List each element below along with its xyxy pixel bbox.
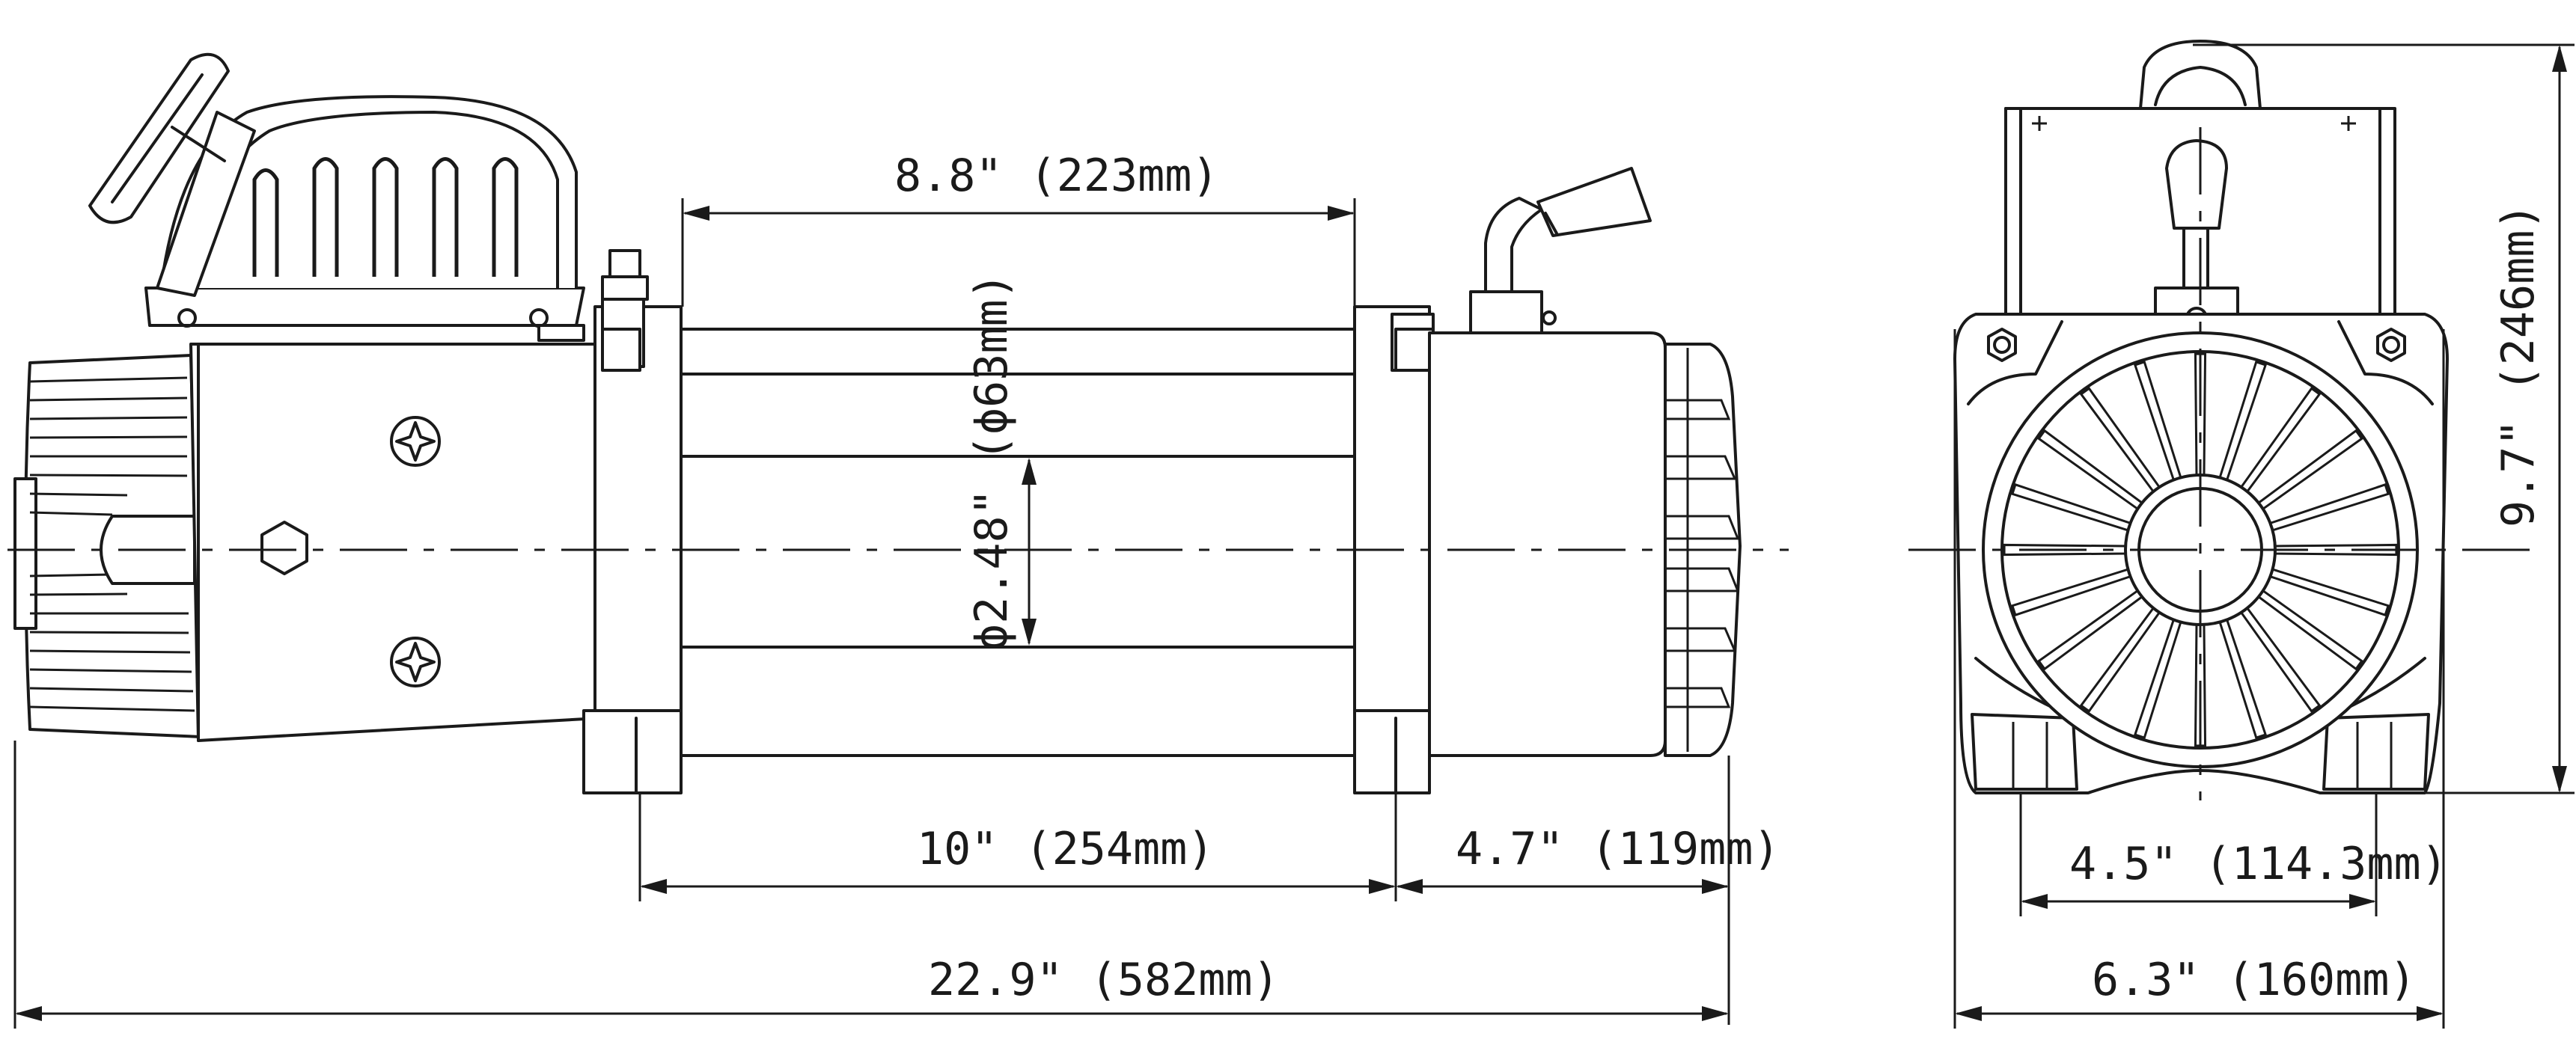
overall-width-label: 6.3" (160mm) [2092,954,2416,1006]
mount-spacing-label: 10" (254mm) [917,823,1214,875]
end-bolt-spacing-dimension: 4.5" (114.3mm) [2019,793,2448,916]
screw-top [390,416,441,467]
drum-length-dimension: 8.8" (223mm) [681,150,1356,307]
motor-body [189,343,600,742]
drum-length-label: 8.8" (223mm) [894,150,1218,202]
gearbox-length-label: 4.7" (119mm) [1456,823,1780,875]
gearbox-length-dimension: 4.7" (119mm) [1396,756,1780,1025]
overall-height-dimension: 9.7" (246mm) [2193,43,2575,794]
end-bolt-spacing-label: 4.5" (114.3mm) [2069,838,2448,890]
left-end-plate [582,249,683,794]
motor-end-cap [13,354,202,738]
end-view: 9.7" (246mm) 4.5" (114.3mm) 6.3" (160mm) [1908,40,2575,1029]
drum-diameter-label: ϕ2.48" (ϕ63mm) [965,272,1018,651]
overall-width-dimension: 6.3" (160mm) [1953,329,2445,1029]
drum [680,328,1356,757]
screw-bottom [390,637,441,687]
overall-length-label: 22.9" (582mm) [928,954,1280,1006]
side-view: ϕ2.48" (ϕ63mm) 8.8" (223mm) 10" (254mm) … [7,52,1789,1029]
overall-height-label: 9.7" (246mm) [2492,203,2545,527]
overall-length-dimension: 22.9" (582mm) [13,741,1729,1029]
hex-nut [260,521,308,575]
control-box [88,52,585,342]
mount-spacing-dimension: 10" (254mm) [638,793,1397,901]
drum-diameter-dimension: ϕ2.48" (ϕ63mm) [965,272,1037,651]
gearbox-housing [1428,167,1667,757]
